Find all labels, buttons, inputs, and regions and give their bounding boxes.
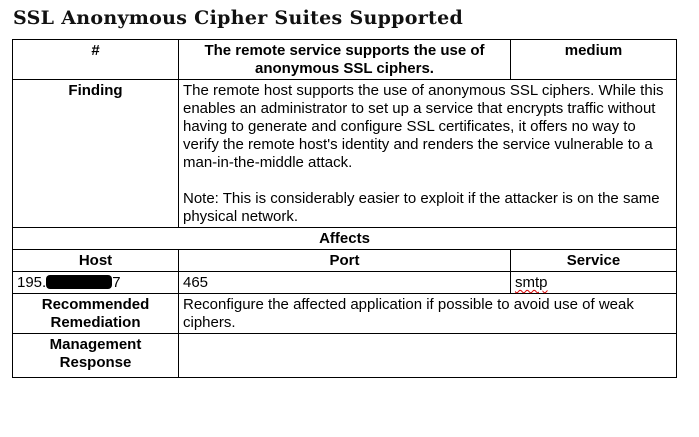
remediation-text: Reconfigure the affected application if … [178,293,677,334]
page-title: SSL Anonymous Cipher Suites Supported [13,7,464,29]
management-row: Management Response [12,333,677,378]
service-cell: smtp [510,271,677,294]
service-column-header: Service [510,249,677,272]
vulnerability-table: # The remote service supports the use of… [12,39,677,378]
host-cell: 195.7 [12,271,179,294]
management-response-cell[interactable] [178,333,677,378]
finding-row: Finding The remote host supports the use… [12,79,677,228]
service-value: smtp [515,274,548,291]
remediation-label: Recommended Remediation [12,293,179,334]
summary-cell: The remote service supports the use of a… [178,39,511,80]
header-row: # The remote service supports the use of… [12,39,677,80]
host-column-header: Host [12,249,179,272]
affects-row: Affects [12,227,677,250]
remediation-row: Recommended Remediation Reconfigure the … [12,293,677,334]
id-header-cell: # [12,39,179,80]
finding-cell: The remote host supports the use of anon… [178,79,677,228]
finding-label: Finding [12,79,179,228]
affects-columns-row: Host Port Service [12,249,677,272]
port-column-header: Port [178,249,511,272]
finding-text: The remote host supports the use of anon… [183,82,664,171]
host-prefix: 195. [17,274,47,291]
management-label: Management Response [12,333,179,378]
severity-cell: medium [510,39,677,80]
paragraph-spacer [183,172,672,190]
host-suffix: 7 [112,274,121,291]
redaction-bar [46,275,113,289]
affects-data-row: 195.7 465 smtp [12,271,677,294]
port-cell: 465 [178,271,511,294]
finding-note: Note: This is considerably easier to exp… [183,190,660,225]
affects-label: Affects [12,227,677,250]
